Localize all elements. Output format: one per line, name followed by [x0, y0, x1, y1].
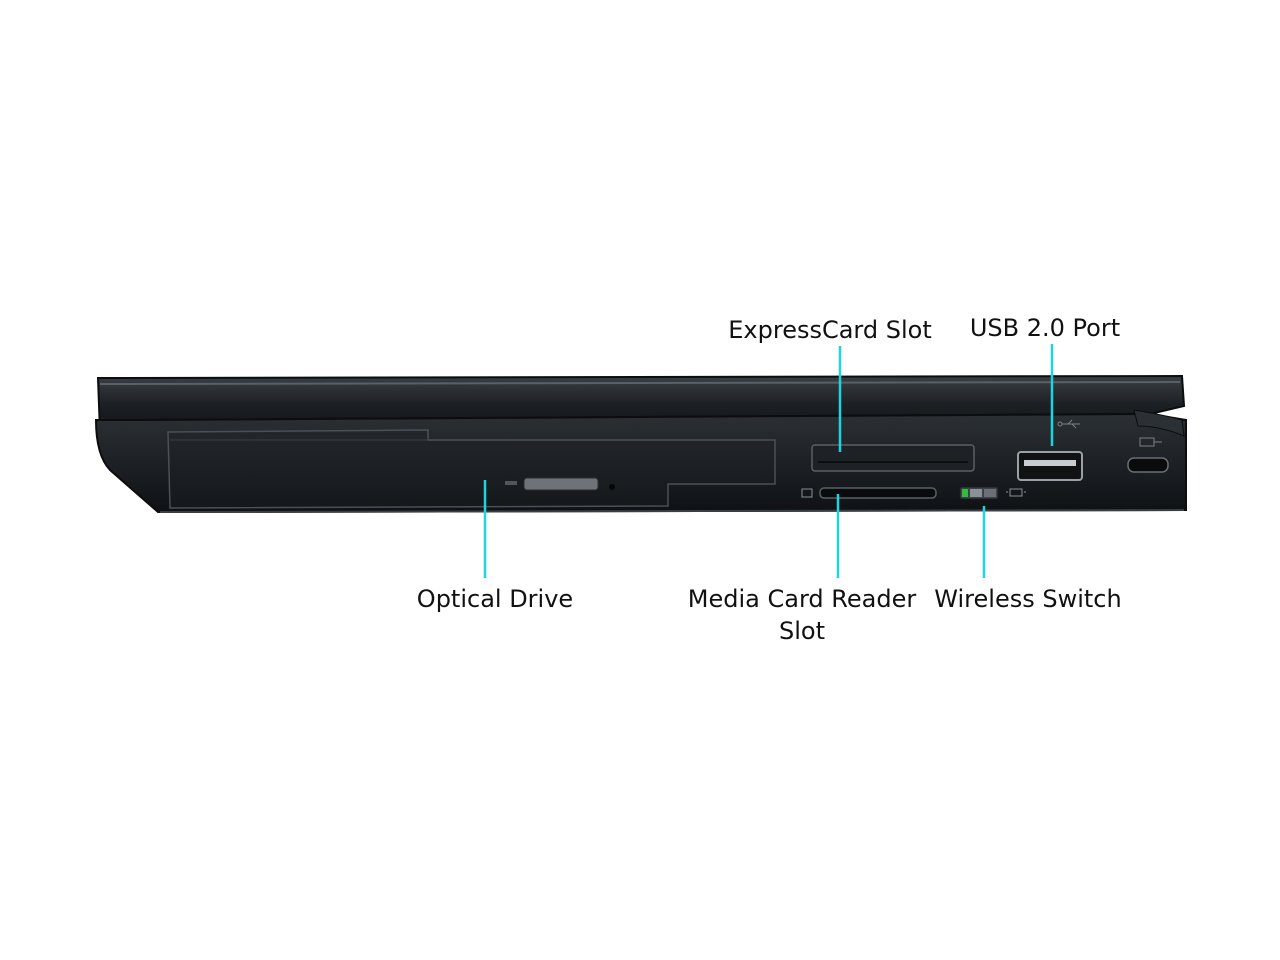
usb-symbol-icon [1057, 419, 1080, 429]
optical-eject-hole [609, 484, 615, 490]
label-wireless-switch: Wireless Switch [934, 585, 1122, 613]
label-media-card-line2: Slot [779, 617, 825, 645]
label-media-card-reader: Media Card Reader Slot [672, 583, 932, 647]
card-reader-icon [801, 488, 813, 498]
expresscard-slot [811, 444, 975, 472]
label-expresscard-slot: ExpressCard Slot [728, 316, 932, 344]
security-lock-slot [1127, 457, 1169, 473]
wireless-antenna-icon [1006, 488, 1026, 497]
label-usb-port: USB 2.0 Port [969, 314, 1121, 342]
label-optical-drive: Optical Drive [416, 585, 574, 613]
optical-led-icon [505, 481, 517, 485]
label-media-card-line1: Media Card Reader [687, 585, 917, 613]
optical-eject-button [523, 477, 599, 491]
lid-edge-highlight [99, 381, 1181, 385]
usb-port-tongue [1024, 460, 1076, 466]
media-card-slot [819, 487, 937, 499]
wireless-switch [959, 486, 999, 500]
optical-drive-bay [167, 429, 776, 509]
base-bottom-edge [159, 509, 1185, 513]
hinge-right [1133, 409, 1185, 437]
security-lock-icon [1139, 437, 1162, 447]
